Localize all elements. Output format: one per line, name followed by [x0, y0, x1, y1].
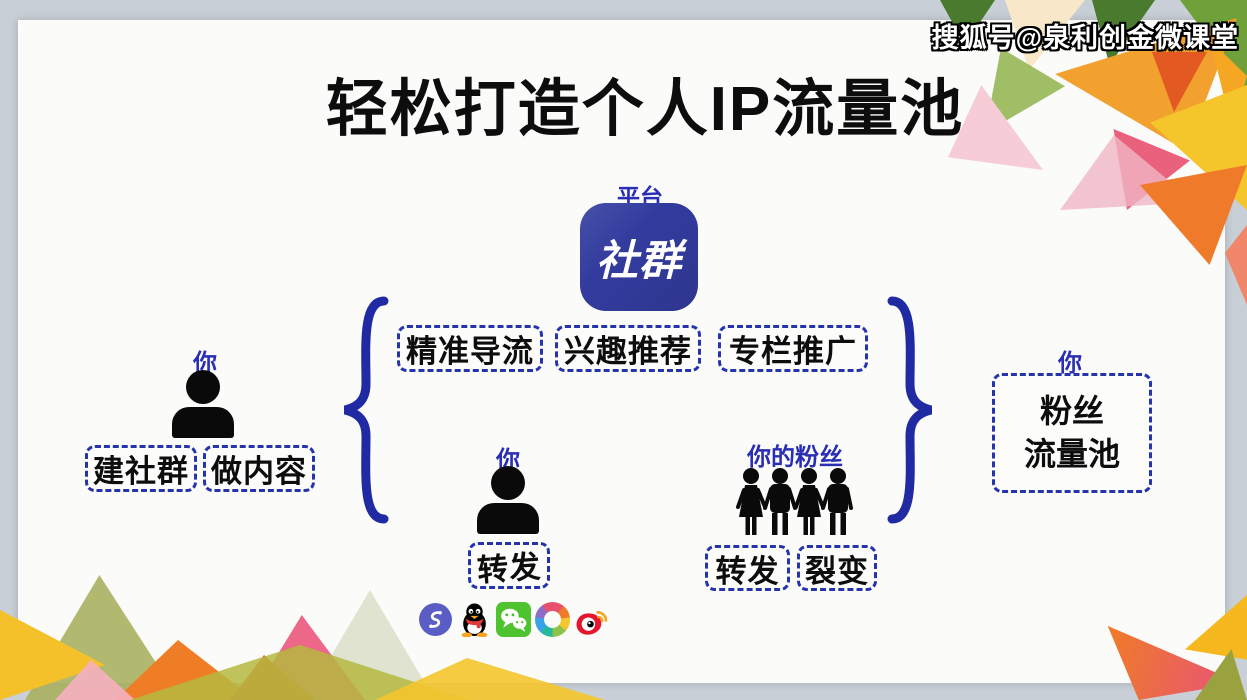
person-icon [477, 466, 539, 534]
curly-brace-left-icon [343, 296, 389, 524]
action-box-fission: 裂变 [797, 545, 877, 591]
qq-icon [461, 603, 488, 637]
action-box-repost-fans: 转发 [705, 545, 790, 591]
fans-label: 你的粉丝 [747, 444, 843, 471]
person-icon [172, 370, 234, 438]
result-line: 粉丝 [1039, 392, 1104, 429]
watermark: 搜狐号@泉利创金微课堂 [931, 23, 1239, 53]
action-box-repost-you: 转发 [468, 542, 550, 589]
channel-box-column-promotion: 专栏推广 [718, 325, 868, 372]
rainbow-ring-icon [535, 602, 570, 637]
action-label: 转发 [476, 548, 543, 589]
page-title: 轻松打造个人IP流量池 [325, 75, 965, 144]
channel-box-interest-recommend: 兴趣推荐 [555, 325, 701, 372]
curly-brace-right-icon [887, 296, 933, 524]
wechat-icon [496, 602, 531, 637]
channel-label: 兴趣推荐 [564, 334, 692, 369]
purple-s-app-icon [419, 603, 452, 636]
action-label: 做内容 [211, 454, 307, 489]
result-box-fan-traffic-pool: 粉丝 流量池 [992, 373, 1152, 493]
action-box-make-content: 做内容 [203, 445, 315, 492]
app-icon-text: 社群 [595, 236, 682, 284]
community-app-icon: 社群 [580, 203, 698, 311]
weibo-icon [576, 610, 608, 635]
channel-label: 精准导流 [406, 334, 534, 369]
social-icons-row [418, 602, 609, 637]
action-label: 裂变 [805, 553, 869, 589]
action-label: 转发 [715, 553, 780, 589]
result-actor-label: 你 [1058, 350, 1082, 377]
channel-label: 专栏推广 [729, 334, 857, 369]
action-label: 建社群 [93, 454, 189, 489]
action-box-build-community: 建社群 [85, 445, 197, 492]
result-line: 流量池 [1023, 436, 1120, 472]
fans-group-icon [736, 468, 853, 535]
channel-box-precise-diversion: 精准导流 [397, 325, 543, 372]
